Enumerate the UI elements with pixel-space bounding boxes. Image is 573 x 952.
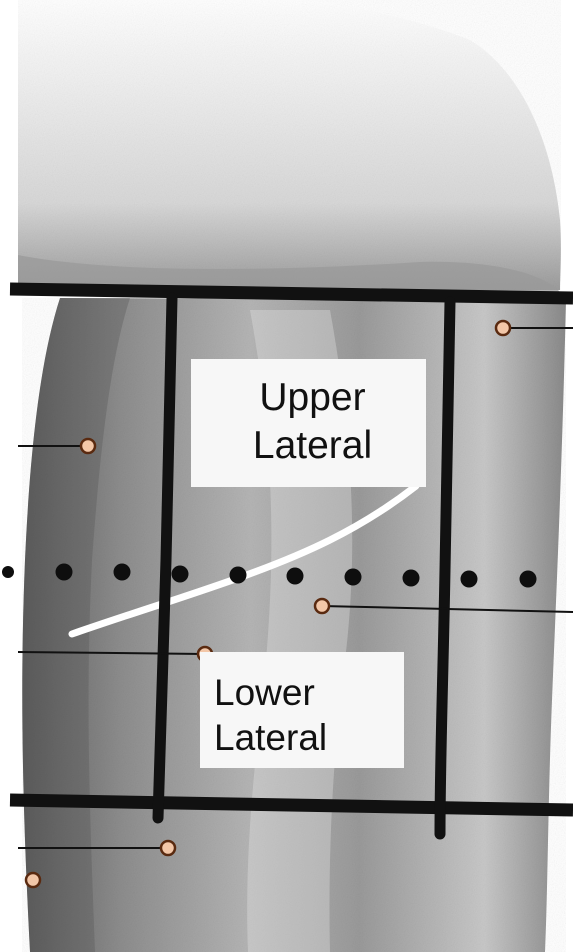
- upper-label-line1: Upper: [199, 374, 426, 422]
- hip-region: [18, 0, 561, 290]
- lower-lateral-label: Lower Lateral: [200, 652, 404, 768]
- lower-label-line1: Lower: [214, 670, 404, 715]
- upper-label-line2: Lateral: [199, 422, 426, 470]
- lower-label-line2: Lateral: [214, 715, 404, 760]
- upper-lateral-label: Upper Lateral: [191, 359, 426, 487]
- upper-boundary-line: [10, 289, 573, 298]
